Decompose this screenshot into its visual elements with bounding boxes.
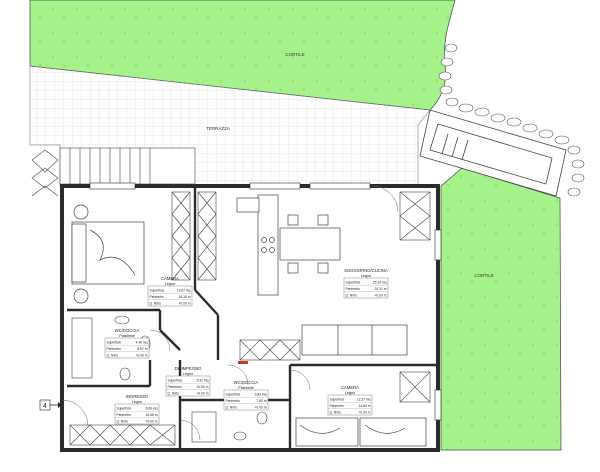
- red-marker: [238, 361, 248, 364]
- room-row-label: Perimetro: [168, 385, 182, 389]
- room-row-label: Superficie: [330, 398, 345, 402]
- room-row-value: 10.88 m: [146, 413, 158, 417]
- room-row-label: Q. finito: [346, 294, 358, 298]
- room-table: [114, 403, 160, 425]
- room-row-label: Superficie: [117, 407, 132, 411]
- room-row-value: 13.67 mq: [177, 289, 191, 293]
- room-floor: Piastrelle: [119, 334, 135, 338]
- room-table: [104, 337, 150, 359]
- room-name: DISIMPEGNO: [175, 366, 202, 371]
- room-row-label: Perimetro: [107, 347, 121, 351]
- room-row-label: Superficie: [107, 341, 122, 345]
- room-row-label: Superficie: [150, 289, 165, 293]
- room-row-value: +0.00 m: [358, 411, 370, 415]
- room-name: WC/DOCCIA: [115, 328, 140, 333]
- room-row-value: 25.29 mq: [373, 281, 387, 285]
- sofa: [301, 324, 408, 356]
- room-row-label: Superficie: [226, 393, 241, 397]
- garden-right: [440, 167, 562, 451]
- room-row-label: Q. finito: [107, 354, 119, 358]
- wardrobes: [69, 191, 431, 446]
- room-row-value: 8.67 m: [137, 347, 147, 351]
- room-row-value: +0.00 m: [135, 354, 147, 358]
- entrance-number: 4: [43, 403, 47, 410]
- windows: [89, 182, 442, 421]
- room-row-label: Superficie: [168, 379, 183, 383]
- room-row-value: +0.00 m: [196, 392, 208, 396]
- beds: [71, 204, 427, 447]
- room-row-label: Q. finito: [226, 406, 238, 410]
- room-row-value: 5.32 mq: [197, 379, 209, 383]
- room-name: CAMERA: [341, 385, 359, 390]
- stairs: [31, 147, 196, 197]
- room-row-label: Q. finito: [168, 392, 180, 396]
- room-row-label: Q. finito: [150, 302, 162, 306]
- room-row-label: Perimetro: [150, 295, 164, 299]
- room-row-label: Perimetro: [330, 404, 344, 408]
- dining-table: [279, 214, 341, 274]
- room-row-value: +0.00 m: [374, 294, 386, 298]
- room-row-label: Perimetro: [226, 399, 240, 403]
- room-floor: Legno: [345, 391, 356, 395]
- room-table: [165, 375, 211, 397]
- entrance-marker: 4: [39, 399, 62, 411]
- room-table: [343, 277, 389, 299]
- room-row-value: 7.80 m: [256, 399, 266, 403]
- room-row-label: Superficie: [346, 281, 361, 285]
- room-name: INGRESSO: [126, 394, 149, 399]
- room-floor: Legno: [165, 282, 176, 286]
- room-row-value: 3.83 mq: [255, 393, 267, 397]
- room-floor: Piastrelle: [238, 386, 254, 390]
- zone-label-cortile-top: CORTILE: [285, 52, 304, 57]
- room-row-value: 6.83 mq: [146, 407, 158, 411]
- stone-border: [438, 43, 585, 197]
- room-row-label: Perimetro: [346, 287, 360, 291]
- room-floor: Legno: [183, 372, 194, 376]
- room-floor: Legno: [361, 274, 372, 278]
- room-row-value: 4.46 mq: [136, 341, 148, 345]
- zone-label-cortile-right: CORTILE: [474, 273, 493, 278]
- room-table: [147, 285, 193, 307]
- room-name: WC/DOCCIA: [234, 380, 259, 385]
- zone-label-terrazza: TERRAZZA: [206, 126, 230, 131]
- room-table: [327, 394, 373, 416]
- room-name: CAMERA: [161, 276, 179, 281]
- room-row-value: 24.31 m: [375, 287, 387, 291]
- room-row-label: Q. finito: [117, 420, 129, 424]
- room-row-value: 14.60 m: [359, 404, 371, 408]
- room-row-label: Perimetro: [117, 413, 131, 417]
- room-row-value: +0.00 m: [254, 406, 266, 410]
- room-table: [223, 389, 269, 411]
- room-floor: Legno: [132, 400, 143, 404]
- ramp: [419, 109, 567, 197]
- room-row-value: 12.27 mq: [357, 398, 371, 402]
- doors: [61, 185, 399, 441]
- room-row-label: Q. finito: [330, 411, 342, 415]
- room-row-value: +0.00 m: [145, 420, 157, 424]
- room-row-value: +0.00 m: [178, 302, 190, 306]
- room-name: SOGGIORNO/CUCINA: [344, 268, 388, 273]
- kitchen: [236, 194, 279, 296]
- room-row-value: 10.82 m: [197, 385, 209, 389]
- interior-walls: [67, 186, 436, 448]
- room-row-value: 15.16 m: [179, 295, 191, 299]
